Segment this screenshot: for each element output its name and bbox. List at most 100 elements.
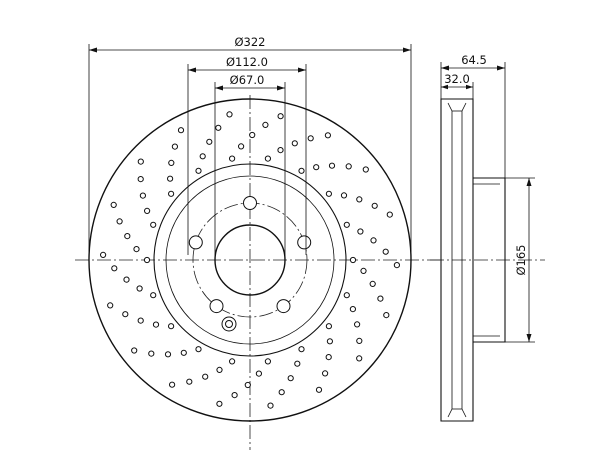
dim-bolt-arrow-right [298, 67, 306, 73]
drilled-hole [267, 402, 274, 409]
drilled-hole [139, 192, 146, 199]
bolt-hole [276, 299, 291, 314]
drilled-hole [199, 153, 206, 160]
drilled-hole [215, 124, 222, 131]
dim-bolt-arrow-left [188, 67, 196, 73]
drilled-hole [383, 312, 390, 319]
drilled-hole [122, 311, 129, 318]
drilled-hole [226, 111, 233, 118]
bolt-hole [188, 235, 203, 250]
side-disc-inner-right [461, 102, 467, 418]
drilled-hole [382, 248, 389, 255]
drilled-hole [143, 256, 151, 264]
drilled-hole [244, 381, 251, 389]
drilled-hole [100, 251, 107, 258]
drilled-hole [195, 346, 202, 353]
drilled-hole [169, 381, 176, 388]
drilled-hole [370, 237, 377, 244]
drilled-hole [325, 323, 332, 330]
drilled-hole [371, 202, 378, 209]
side-hat-outline [473, 177, 506, 343]
drilled-hole [340, 192, 348, 199]
drilled-hole [107, 302, 114, 309]
drilled-hole [177, 127, 185, 134]
drilled-hole [206, 138, 213, 145]
drilled-hole [168, 323, 175, 330]
side-disc-inner-left [447, 102, 453, 418]
drilled-hole [186, 378, 193, 385]
drilled-hole [393, 262, 400, 269]
drilled-hole [357, 228, 364, 235]
drilled-hole [262, 121, 269, 129]
hat-outer-edge [153, 163, 347, 357]
drilled-hole [152, 321, 160, 328]
drilled-hole [249, 131, 256, 139]
drilled-hole [356, 337, 363, 344]
drilled-hole [180, 349, 187, 356]
drilled-hole [168, 190, 175, 197]
drilled-hole [131, 347, 138, 354]
drilled-hole [216, 366, 223, 373]
drilled-hole [238, 143, 245, 150]
drilled-hole [144, 207, 151, 214]
drilled-hole [229, 358, 236, 365]
dim-disc-arrow-left [441, 84, 448, 90]
dim-hat-arrow-bottom [526, 334, 532, 342]
drilled-hole [343, 221, 350, 228]
center-bore [214, 224, 286, 296]
drilled-hole [264, 358, 271, 365]
drilled-hole-pattern [100, 111, 400, 409]
dim-total-arrow-right [497, 65, 505, 71]
drilled-hole [294, 360, 301, 367]
drilled-hole [202, 373, 209, 380]
drilled-hole [111, 265, 118, 272]
drilled-hole [137, 317, 144, 324]
drilled-hole [328, 162, 336, 169]
dim-bolt-circle-label: Ø112.0 [226, 55, 268, 69]
locator-hole [221, 316, 237, 332]
dim-center-bore-label: Ø67.0 [230, 73, 265, 87]
drilled-hole [307, 135, 314, 142]
dim-hat-arrow-top [526, 178, 532, 186]
drilled-hole [377, 295, 384, 302]
drilled-hole [315, 386, 323, 393]
disc-outer-edge [88, 98, 412, 422]
hat-inner-edge [165, 175, 335, 345]
drilled-hole [255, 370, 262, 377]
dim-disc-thickness-label: 32.0 [444, 72, 470, 86]
drilled-hole [167, 175, 174, 182]
drilled-hole [298, 167, 305, 174]
drilled-hole [164, 351, 172, 358]
dim-total-arrow-left [441, 65, 449, 71]
drilled-hole [326, 338, 333, 345]
drilled-hole [229, 155, 236, 162]
side-disc-outline [440, 98, 474, 422]
drilled-hole [137, 158, 144, 165]
drilled-hole [349, 256, 357, 264]
drilled-hole [277, 113, 284, 120]
drilled-hole [148, 350, 155, 357]
dim-bore-arrow-right [277, 85, 285, 91]
drilled-hole [291, 140, 298, 147]
side-view-dimensions: 64.5 32.0 Ø165 [440, 53, 535, 343]
drilled-hole [110, 201, 117, 208]
dim-outer-arrow-right [403, 47, 411, 53]
drilled-hole [195, 167, 202, 174]
drilled-hole [386, 211, 393, 218]
drilled-hole [171, 143, 178, 150]
front-view-dimensions: Ø322 Ø112.0 Ø67.0 [88, 35, 412, 258]
drilled-hole [136, 285, 143, 292]
drilled-hole [298, 346, 305, 353]
drilled-hole [278, 389, 285, 396]
side-view [430, 98, 545, 422]
drilled-hole [356, 355, 363, 362]
drilled-hole [322, 370, 329, 377]
drilled-hole [150, 292, 157, 299]
drilled-hole [264, 155, 271, 162]
bolt-hole [209, 299, 224, 314]
drilled-hole [356, 196, 363, 203]
front-view [75, 95, 440, 450]
dim-outer-diameter-label: Ø322 [234, 35, 265, 49]
drilled-hole [123, 276, 130, 283]
dim-total-thickness-label: 64.5 [461, 53, 487, 67]
